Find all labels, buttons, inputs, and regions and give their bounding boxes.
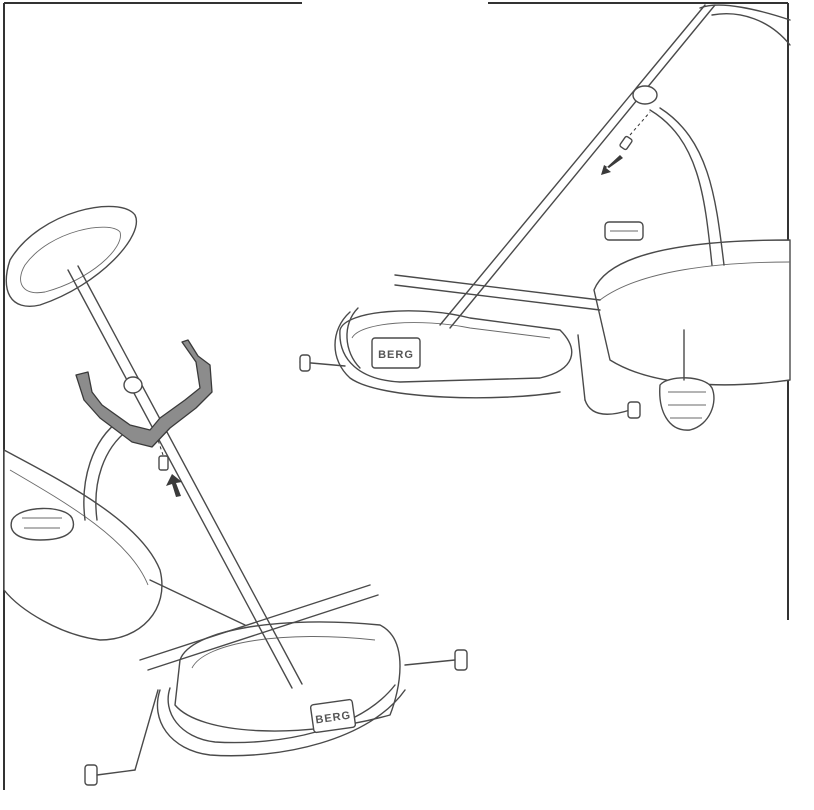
arrow-down-left-icon	[601, 155, 623, 175]
kart-view-installation: BERG	[3, 205, 468, 786]
kart-view-removal: BERG	[299, 4, 791, 431]
arrow-up-icon	[166, 474, 182, 497]
steering-bracket-part	[75, 339, 213, 448]
fastener-bolt	[619, 135, 633, 151]
brand-badge-text: BERG	[378, 349, 414, 361]
brand-badge: BERG	[371, 337, 421, 369]
brand-badge-text: BERG	[315, 710, 352, 727]
pedal	[659, 377, 715, 431]
fastener-bolt	[158, 455, 169, 471]
pedal	[604, 221, 644, 241]
steering-wheel	[5, 205, 138, 307]
brand-badge: BERG	[309, 698, 357, 734]
pedal	[10, 507, 75, 541]
